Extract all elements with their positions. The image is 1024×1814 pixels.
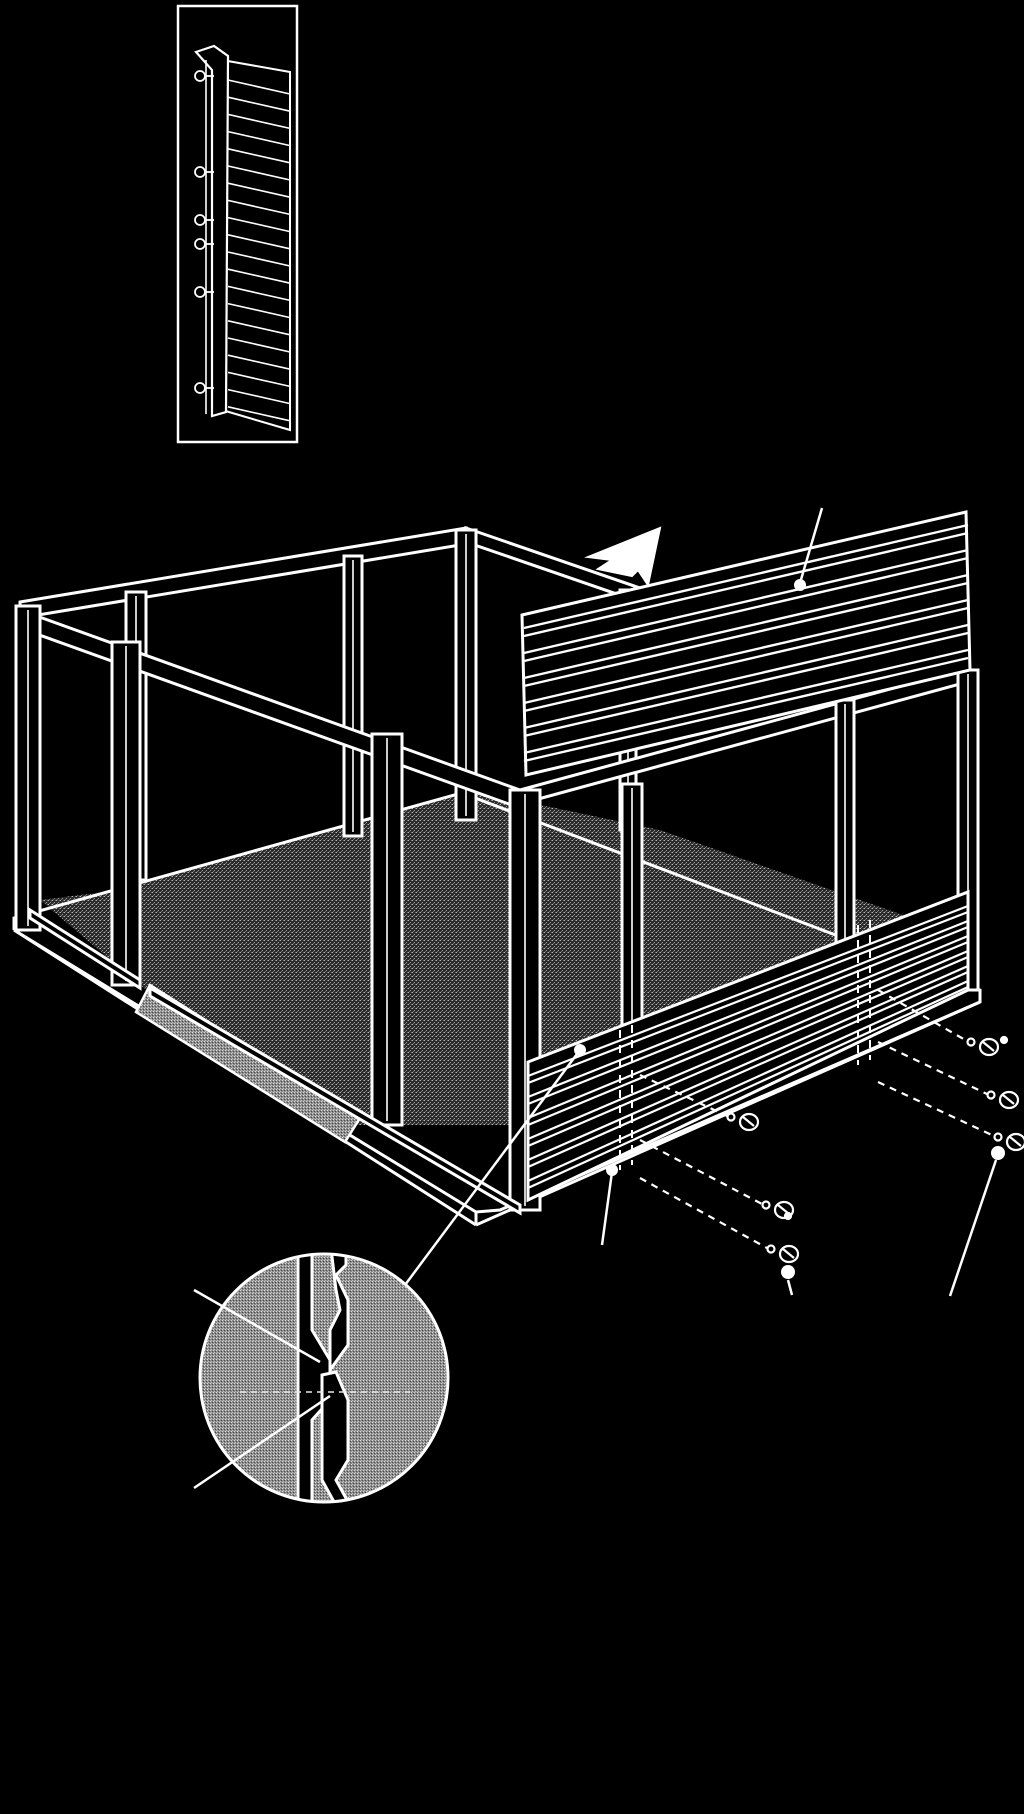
inset-rib: [227, 216, 291, 233]
direction-arrow: [584, 526, 662, 588]
screw-slot: [1009, 1136, 1022, 1147]
inset-rib: [227, 320, 291, 336]
top-panel-rib: [523, 598, 969, 713]
frame-beam: [18, 526, 468, 620]
inset-rib: [227, 182, 291, 198]
screws: [639, 989, 1024, 1264]
inset-rib: [227, 285, 291, 302]
frame-beam: [28, 907, 142, 991]
inset-screw-head: [194, 238, 206, 250]
inset-rib: [227, 113, 291, 130]
screw-guide-line: [639, 1177, 768, 1249]
screw-washer: [766, 1244, 776, 1254]
shed-frame: [14, 525, 980, 1216]
inset-rib: [227, 148, 291, 164]
screw-tip: [999, 1035, 1009, 1045]
inset-screw-head: [194, 286, 206, 298]
screw-slot: [782, 1248, 795, 1259]
screw-washer: [986, 1090, 996, 1100]
bottom-panel-rib: [527, 934, 969, 1127]
inset-rib: [227, 302, 291, 319]
inset-screw-head: [194, 382, 206, 394]
screw-washer: [726, 1112, 736, 1122]
inset-rib: [227, 96, 291, 112]
bottom-panel-rib: [527, 904, 969, 1085]
top-panel-rib: [523, 623, 969, 738]
inset-rib: [227, 234, 291, 250]
inset-rib: [227, 130, 291, 147]
screw-slot: [1002, 1094, 1015, 1105]
screw-guide-line: [877, 989, 968, 1042]
top-panel-rib: [523, 648, 969, 763]
screw-slot: [982, 1041, 995, 1052]
bottom-wall-panel: [526, 889, 970, 1246]
screw-slot: [742, 1116, 755, 1127]
screw-washer: [993, 1132, 1003, 1142]
inset-rib: [227, 354, 291, 370]
screw-label-markers: [781, 1146, 1005, 1297]
inset-rib: [227, 406, 291, 422]
top-panel-rib: [523, 523, 969, 638]
inset-rib: [227, 165, 291, 181]
inset-screw-head: [194, 214, 206, 226]
screw-guide-line: [877, 1041, 988, 1095]
inset-rib: [227, 388, 291, 405]
screw-washer: [966, 1037, 976, 1047]
detail-inset-panel: [176, 4, 299, 444]
top-wall-panel: [520, 507, 972, 777]
screw-washer: [761, 1200, 771, 1210]
inset-rib: [227, 79, 291, 95]
joint-detail-magnifier: [193, 1044, 586, 1504]
bottom-panel-rib: [527, 919, 969, 1106]
inset-screw-head: [194, 166, 206, 178]
frame-beam: [18, 607, 522, 811]
top-panel-rib: [523, 573, 969, 688]
top-panel-rib: [523, 548, 969, 663]
bottom-panel-rib: [527, 979, 969, 1190]
screw-guide-line: [639, 1074, 728, 1117]
frame-beam: [148, 985, 522, 1216]
inset-screw-head: [194, 70, 206, 82]
inset-rib: [227, 251, 291, 267]
bottom-panel-rib: [527, 949, 969, 1148]
screw-guide-line: [639, 1139, 763, 1205]
screw-tip: [783, 1211, 793, 1221]
inset-rib: [227, 199, 291, 216]
screw-guide-line: [877, 1081, 995, 1137]
inset-rib: [227, 268, 291, 284]
inset-rib: [227, 371, 291, 388]
inset-rib: [227, 337, 291, 353]
floor-panel: [12, 790, 982, 1227]
